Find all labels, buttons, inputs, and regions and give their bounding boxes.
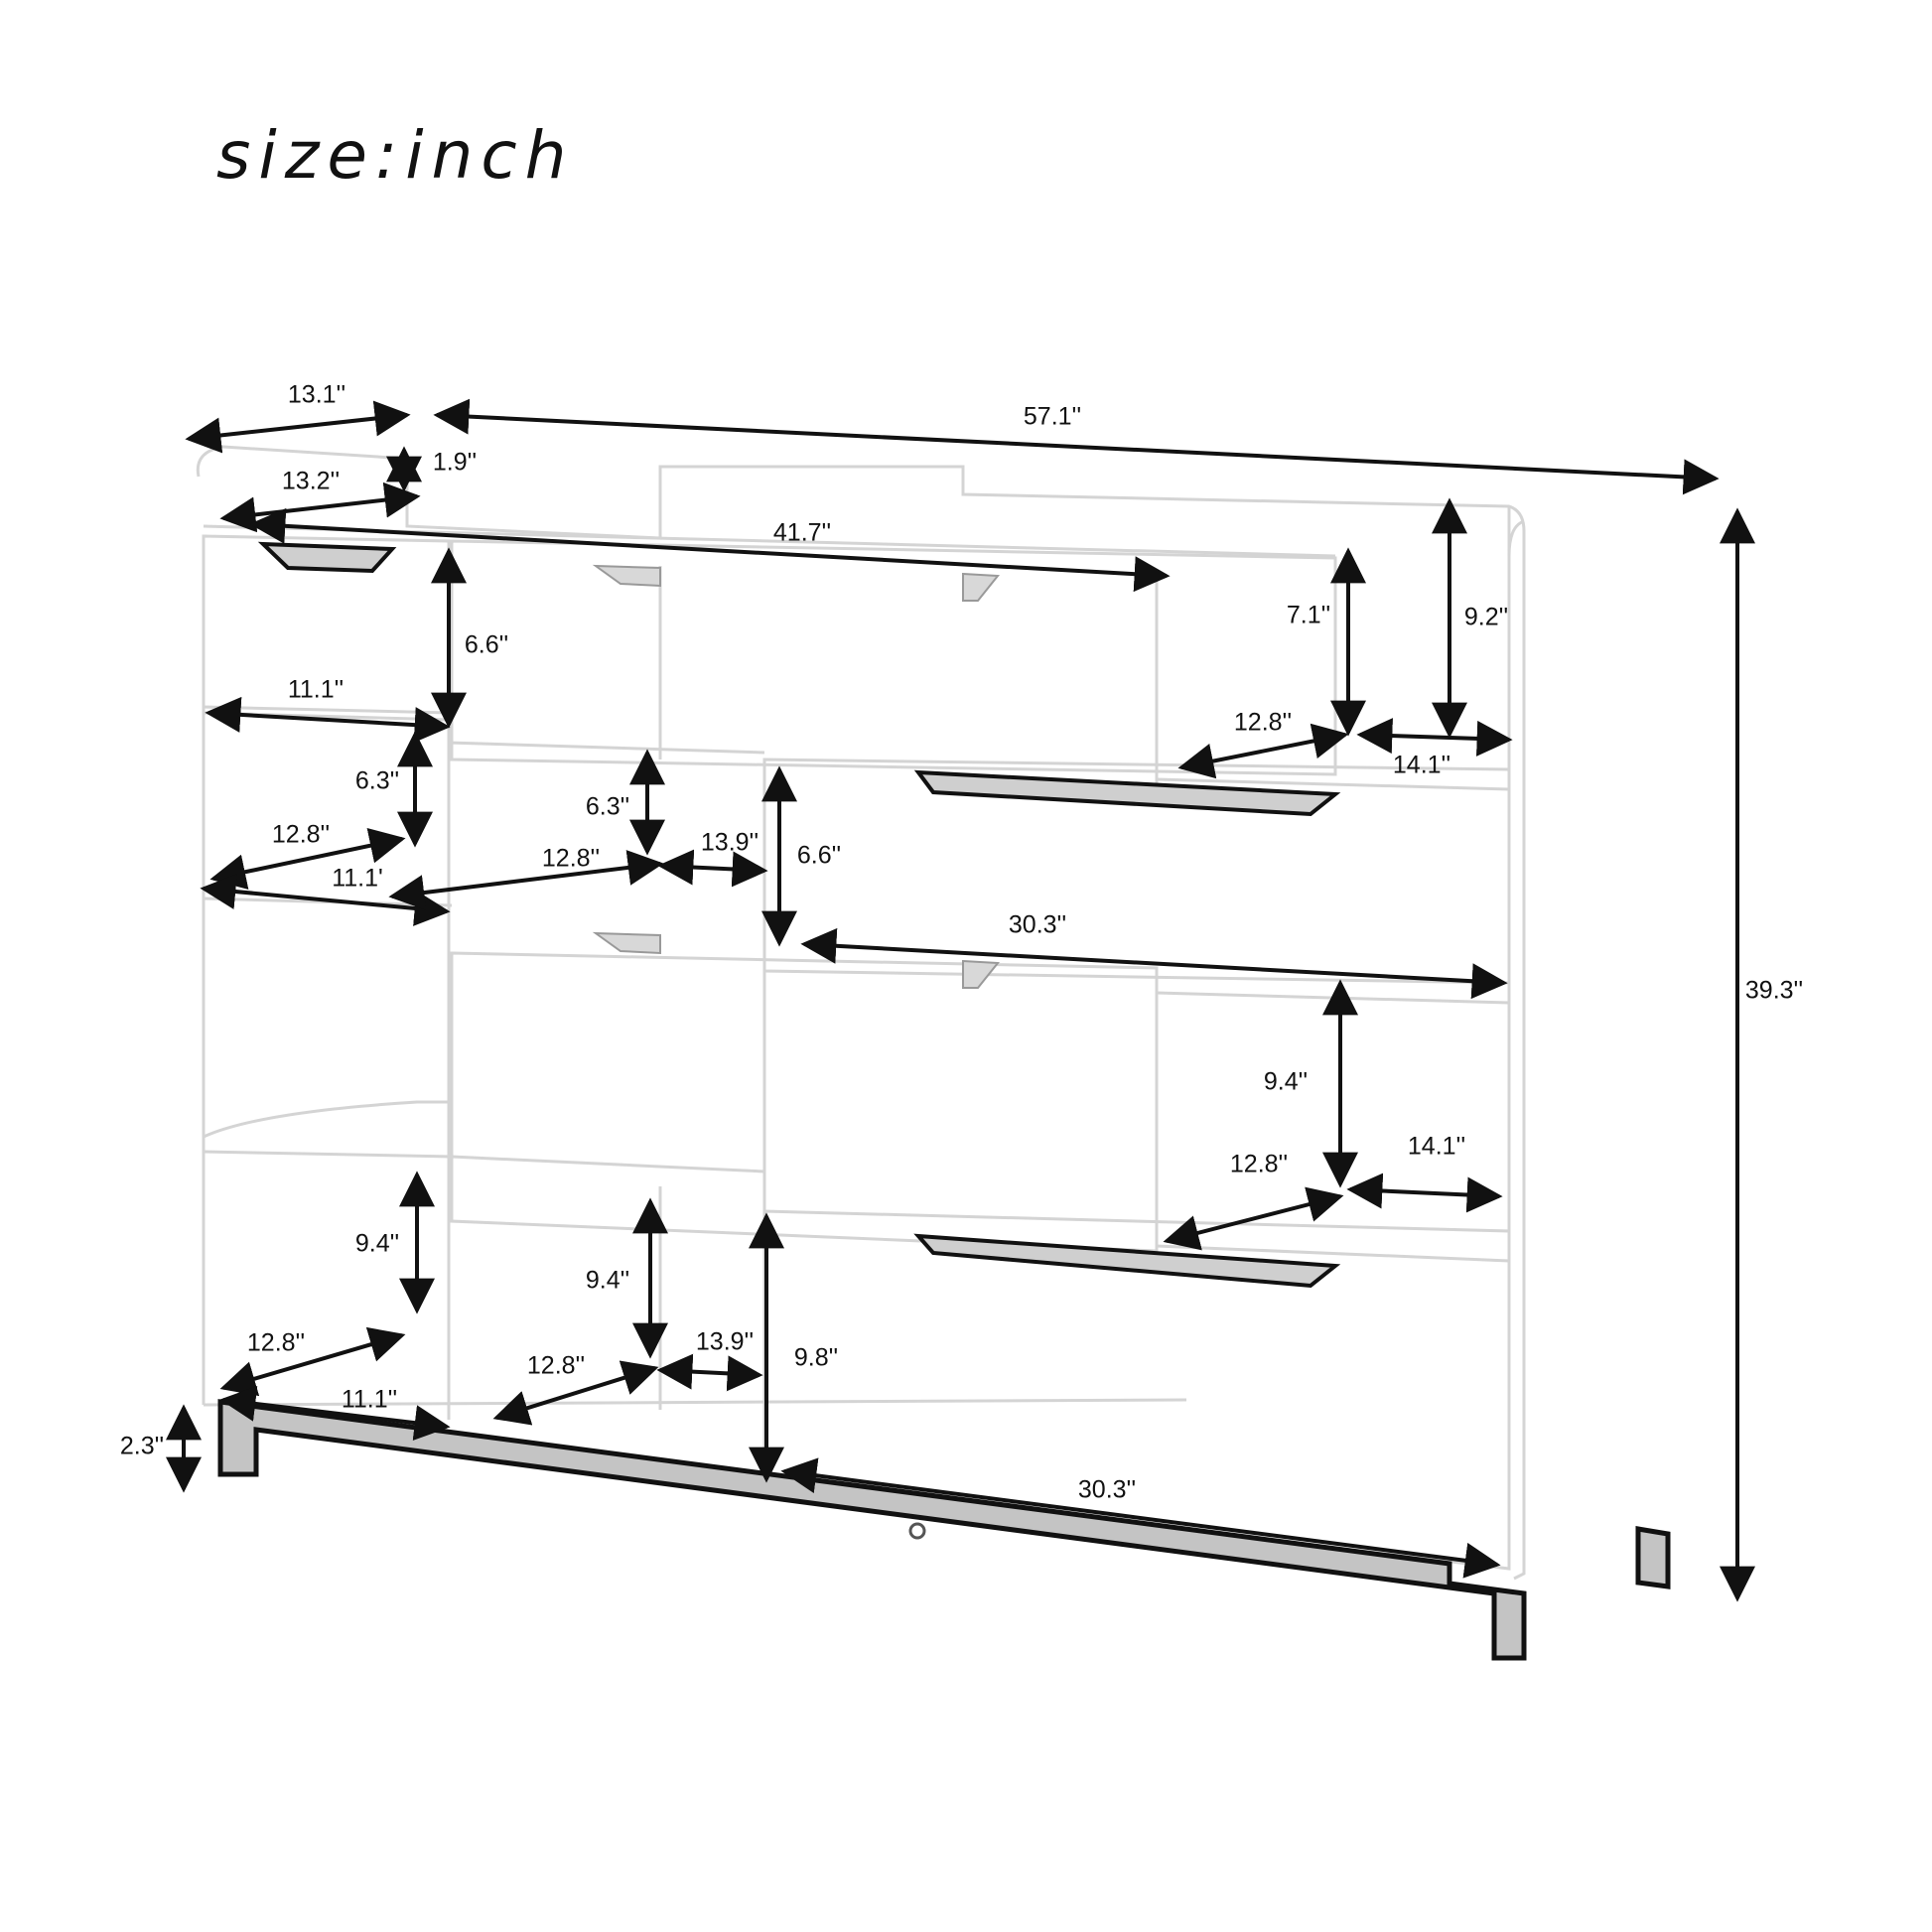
dim-row2-left-cube-width: 11.1' [332, 864, 383, 893]
dimension-arrows [166, 398, 1755, 1602]
dim-bottom-left-cube-height: 9.4'' [354, 1229, 400, 1258]
dim-overall-height: 39.3'' [1744, 976, 1804, 1005]
dim-row3-right-cube-height: 9.4'' [1263, 1067, 1309, 1096]
dim-row3-right-cube-depth: 12.8'' [1229, 1150, 1289, 1178]
handle-row2-right [913, 769, 1341, 817]
dim-row2-right-drawer-height: 6.6'' [796, 841, 842, 870]
dim-top-drawer-width: 41.7'' [772, 518, 832, 547]
dim-bottom-left-cube-depth: 12.8'' [246, 1328, 306, 1357]
diagram-title: size:inch [216, 117, 575, 194]
dim-bottom-mid-cube-depth: 12.8'' [526, 1351, 586, 1380]
dim-top-right-side-height: 9.2'' [1463, 603, 1509, 631]
dim-row2-mid-gap-width: 13.9'' [700, 828, 759, 857]
metal-base [217, 1399, 1671, 1661]
handle-bottom-right [913, 1233, 1341, 1289]
dim-backrail-height: 1.9'' [432, 448, 478, 477]
dim-overall-width: 57.1'' [1023, 402, 1082, 431]
dim-top-left-drawer-height: 6.6'' [464, 630, 509, 659]
handle-top-left [257, 541, 397, 574]
dim-row2-mid-cube-height: 6.3'' [585, 792, 630, 821]
dim-leg-height: 2.3'' [119, 1432, 165, 1460]
dim-bottom-right-drawer-height: 9.8'' [793, 1343, 839, 1372]
drawer-handles [257, 541, 1341, 1289]
dim-top-left-cell-width: 11.1'' [287, 675, 345, 704]
dim-row2-left-cube-depth: 12.8'' [271, 820, 331, 849]
dim-top-shelf-depth: 13.2'' [281, 467, 341, 495]
dim-top-right-cube-height: 7.1'' [1286, 601, 1331, 629]
dim-top-right-cube-width: 14.1'' [1392, 751, 1451, 779]
dim-overall-depth: 13.1'' [287, 380, 346, 409]
dim-row3-right-cube-width: 14.1'' [1407, 1132, 1466, 1161]
dim-bottom-right-drawer-width: 30.3'' [1077, 1475, 1137, 1504]
dim-row2-mid-cube-depth: 12.8'' [541, 844, 601, 873]
dim-bottom-mid-cube-height: 9.4'' [585, 1266, 630, 1295]
dim-row2-left-cube-height: 6.3'' [354, 766, 400, 795]
dim-bottom-left-cube-width: 11.1'' [341, 1385, 398, 1414]
dim-row2-right-drawer-width: 30.3'' [1008, 910, 1067, 939]
dim-top-right-cube-depth: 12.8'' [1233, 708, 1293, 737]
dim-bottom-mid-gap-width: 13.9'' [695, 1327, 755, 1356]
